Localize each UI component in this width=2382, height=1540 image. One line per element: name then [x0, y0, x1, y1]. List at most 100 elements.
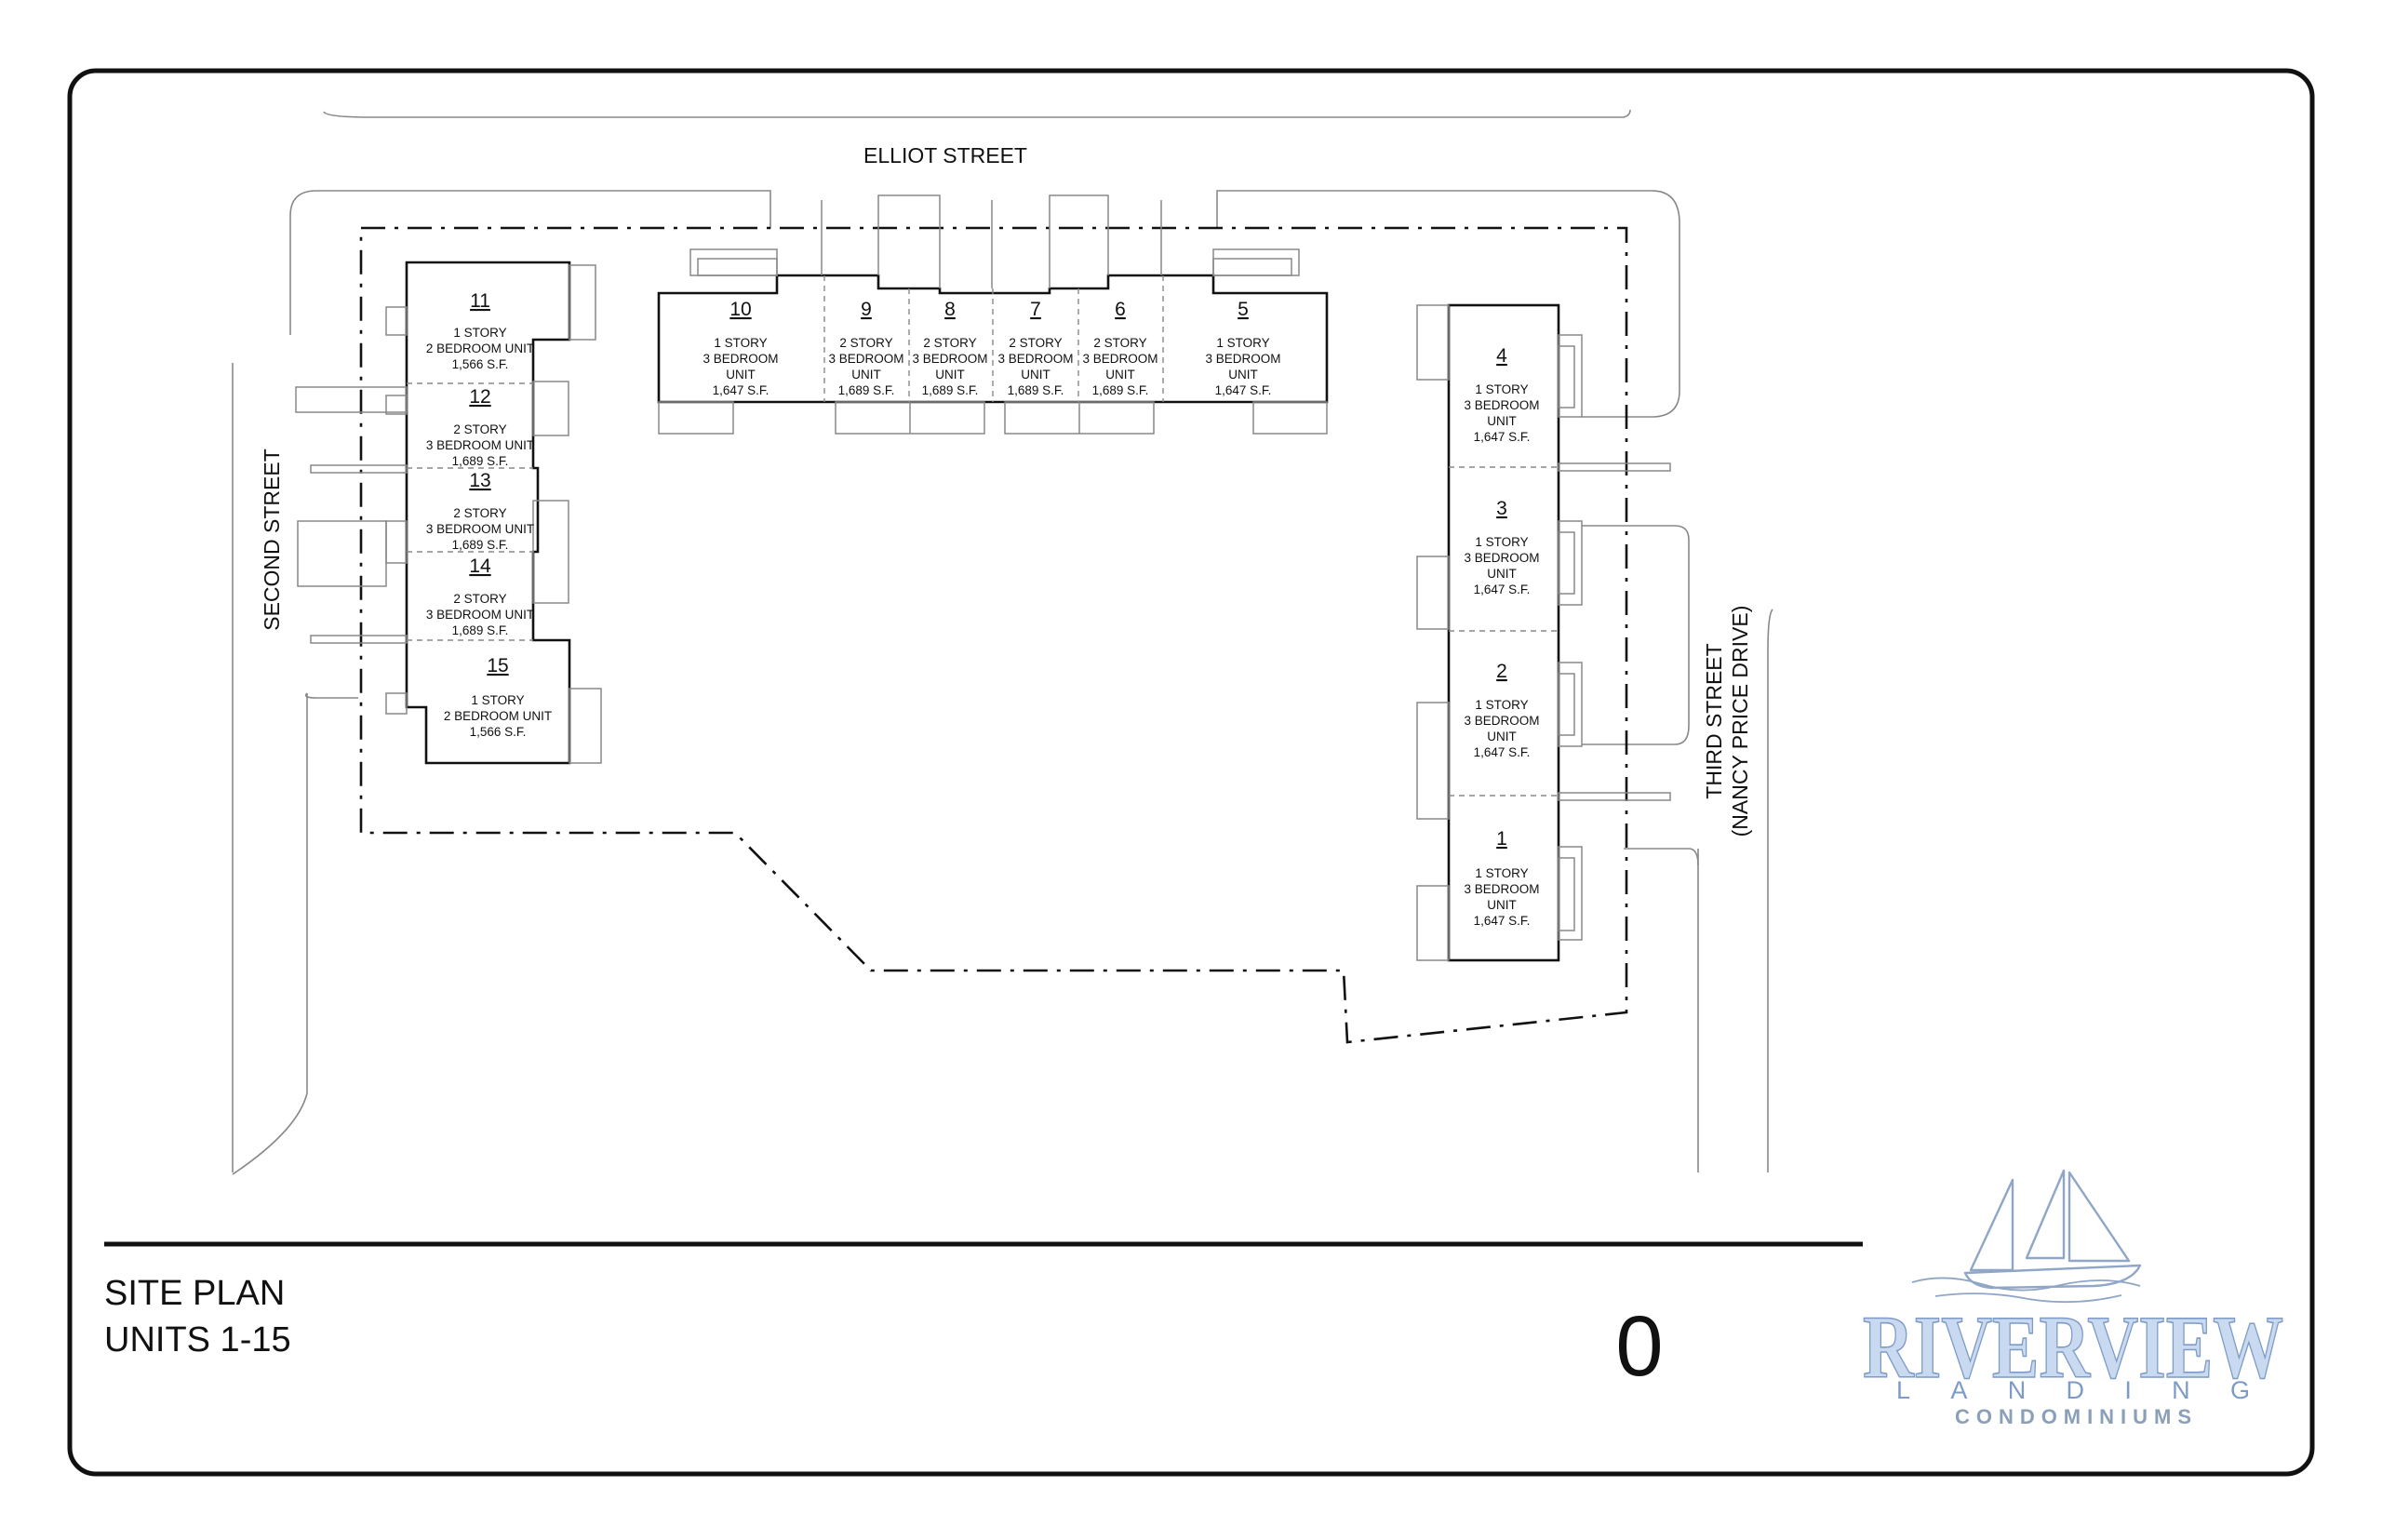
- unit-label-10: 10 1 STORY 3 BEDROOM UNIT 1,647 S.F.: [703, 299, 778, 397]
- unit-label-8: 8 2 STORY 3 BEDROOM UNIT 1,689 S.F.: [912, 299, 987, 397]
- unit-desc: 1 STORY: [714, 336, 767, 350]
- unit-desc: 1,689 S.F.: [452, 623, 509, 637]
- unit-desc: 3 BEDROOM UNIT: [426, 522, 534, 536]
- unit-number: 12: [469, 386, 490, 408]
- unit-desc: 1 STORY: [1475, 698, 1528, 712]
- unit-desc: 2 STORY: [923, 336, 976, 350]
- unit-desc: UNIT: [1228, 368, 1258, 382]
- unit-label-4: 4 1 STORY 3 BEDROOM UNIT 1,647 S.F.: [1464, 345, 1539, 444]
- logo-tag: CONDOMINIUMS: [1955, 1405, 2191, 1428]
- unit-label-11: 11 1 STORY 2 BEDROOM UNIT 1,566 S.F.: [426, 290, 534, 371]
- unit-desc: UNIT: [1487, 730, 1517, 743]
- unit-label-2: 2 1 STORY 3 BEDROOM UNIT 1,647 S.F.: [1464, 661, 1539, 759]
- unit-desc: 2 BEDROOM UNIT: [444, 709, 552, 723]
- unit-desc: 1,689 S.F.: [452, 454, 509, 468]
- street-curbs: [232, 109, 1773, 1175]
- unit-desc: UNIT: [1105, 368, 1135, 382]
- unit-number: 2: [1496, 661, 1507, 682]
- unit-number: 4: [1496, 345, 1507, 367]
- building-north: [657, 194, 1329, 435]
- unit-desc: 1 STORY: [1475, 382, 1528, 396]
- unit-desc: 1,689 S.F.: [1008, 383, 1064, 397]
- unit-desc: 1,647 S.F.: [1215, 383, 1272, 397]
- building-east: [1416, 303, 1671, 962]
- unit-desc: 1,647 S.F.: [1474, 583, 1531, 596]
- unit-number: 3: [1496, 498, 1507, 519]
- unit-desc: UNIT: [726, 368, 756, 382]
- title-line-1: SITE PLAN: [104, 1274, 285, 1313]
- unit-desc: 3 BEDROOM: [912, 352, 987, 366]
- unit-number: 1: [1496, 828, 1507, 850]
- street-label-west: SECOND STREET: [260, 449, 284, 631]
- unit-desc: 2 BEDROOM UNIT: [426, 341, 534, 355]
- title-line-2: UNITS 1-15: [104, 1320, 291, 1359]
- unit-label-13: 13 2 STORY 3 BEDROOM UNIT 1,689 S.F.: [426, 470, 534, 552]
- sheet-border: [67, 68, 2315, 1477]
- unit-number: 14: [469, 556, 491, 577]
- unit-number: 7: [1030, 299, 1041, 320]
- unit-number: 11: [470, 290, 490, 312]
- unit-label-7: 7 2 STORY 3 BEDROOM UNIT 1,689 S.F.: [997, 299, 1073, 397]
- unit-desc: 1,689 S.F.: [838, 383, 895, 397]
- unit-desc: UNIT: [1487, 898, 1517, 912]
- building-west: [295, 261, 602, 765]
- unit-desc: 3 BEDROOM: [1082, 352, 1158, 366]
- unit-desc: 3 BEDROOM: [1205, 352, 1280, 366]
- unit-desc: 1,647 S.F.: [1474, 430, 1531, 444]
- street-label-east-1: THIRD STREET: [1702, 643, 1726, 798]
- unit-desc: 1,689 S.F.: [922, 383, 979, 397]
- unit-label-3: 3 1 STORY 3 BEDROOM UNIT 1,647 S.F.: [1464, 498, 1539, 596]
- unit-number: 13: [469, 470, 490, 491]
- unit-number: 9: [861, 299, 872, 320]
- unit-label-9: 9 2 STORY 3 BEDROOM UNIT 1,689 S.F.: [828, 299, 903, 397]
- unit-label-1: 1 1 STORY 3 BEDROOM UNIT 1,647 S.F.: [1464, 828, 1539, 928]
- unit-number: 10: [729, 299, 751, 320]
- unit-desc: 3 BEDROOM: [997, 352, 1073, 366]
- unit-desc: UNIT: [935, 368, 965, 382]
- unit-desc: 2 STORY: [839, 336, 892, 350]
- unit-label-6: 6 2 STORY 3 BEDROOM UNIT 1,689 S.F.: [1082, 299, 1158, 397]
- unit-desc: UNIT: [1487, 567, 1517, 581]
- unit-desc: UNIT: [851, 368, 881, 382]
- property-line: [359, 226, 1628, 1044]
- logo-name: RIVERVIEW: [1863, 1297, 2283, 1397]
- unit-desc: 3 BEDROOM: [1464, 882, 1539, 896]
- unit-desc: 3 BEDROOM: [1464, 551, 1539, 565]
- unit-label-14: 14 2 STORY 3 BEDROOM UNIT 1,689 S.F.: [426, 556, 534, 637]
- unit-desc: 1,566 S.F.: [470, 725, 527, 739]
- unit-desc: 1 STORY: [453, 326, 506, 340]
- unit-desc: 3 BEDROOM: [828, 352, 903, 366]
- unit-desc: 1 STORY: [1475, 535, 1528, 549]
- street-label-east-2: (NANCY PRICE DRIVE): [1728, 606, 1752, 837]
- unit-number: 15: [487, 655, 508, 676]
- unit-desc: 3 BEDROOM UNIT: [426, 608, 534, 622]
- unit-desc: 2 STORY: [1093, 336, 1146, 350]
- unit-desc: UNIT: [1487, 414, 1517, 428]
- unit-desc: 2 STORY: [1009, 336, 1062, 350]
- unit-desc: 1,566 S.F.: [452, 357, 509, 371]
- unit-number: 6: [1115, 299, 1126, 320]
- unit-desc: 1,689 S.F.: [452, 538, 509, 552]
- sailboat-icon: [1911, 1169, 2142, 1304]
- unit-desc: 3 BEDROOM: [703, 352, 778, 366]
- unit-label-15: 15 1 STORY 2 BEDROOM UNIT 1,566 S.F.: [444, 655, 552, 739]
- unit-desc: 1,689 S.F.: [1092, 383, 1149, 397]
- unit-number: 8: [944, 299, 956, 320]
- unit-desc: 1 STORY: [1475, 866, 1528, 880]
- unit-desc: 1,647 S.F.: [1474, 914, 1531, 928]
- unit-desc: 3 BEDROOM: [1464, 398, 1539, 412]
- unit-desc: UNIT: [1021, 368, 1050, 382]
- unit-label-12: 12 2 STORY 3 BEDROOM UNIT 1,689 S.F.: [426, 386, 534, 468]
- unit-desc: 2 STORY: [453, 592, 506, 606]
- unit-desc: 1,647 S.F.: [1474, 745, 1531, 759]
- unit-label-5: 5 1 STORY 3 BEDROOM UNIT 1,647 S.F.: [1205, 299, 1280, 397]
- logo: RIVERVIEW LANDING CONDOMINIUMS: [1862, 1169, 2284, 1428]
- unit-number: 5: [1238, 299, 1249, 320]
- sheet-number: 0: [1615, 1299, 1663, 1394]
- street-label-north: ELLIOT STREET: [863, 143, 1027, 167]
- unit-desc: 2 STORY: [453, 506, 506, 520]
- unit-desc: 1 STORY: [471, 693, 524, 707]
- unit-desc: 1 STORY: [1216, 336, 1269, 350]
- unit-desc: 1,647 S.F.: [713, 383, 769, 397]
